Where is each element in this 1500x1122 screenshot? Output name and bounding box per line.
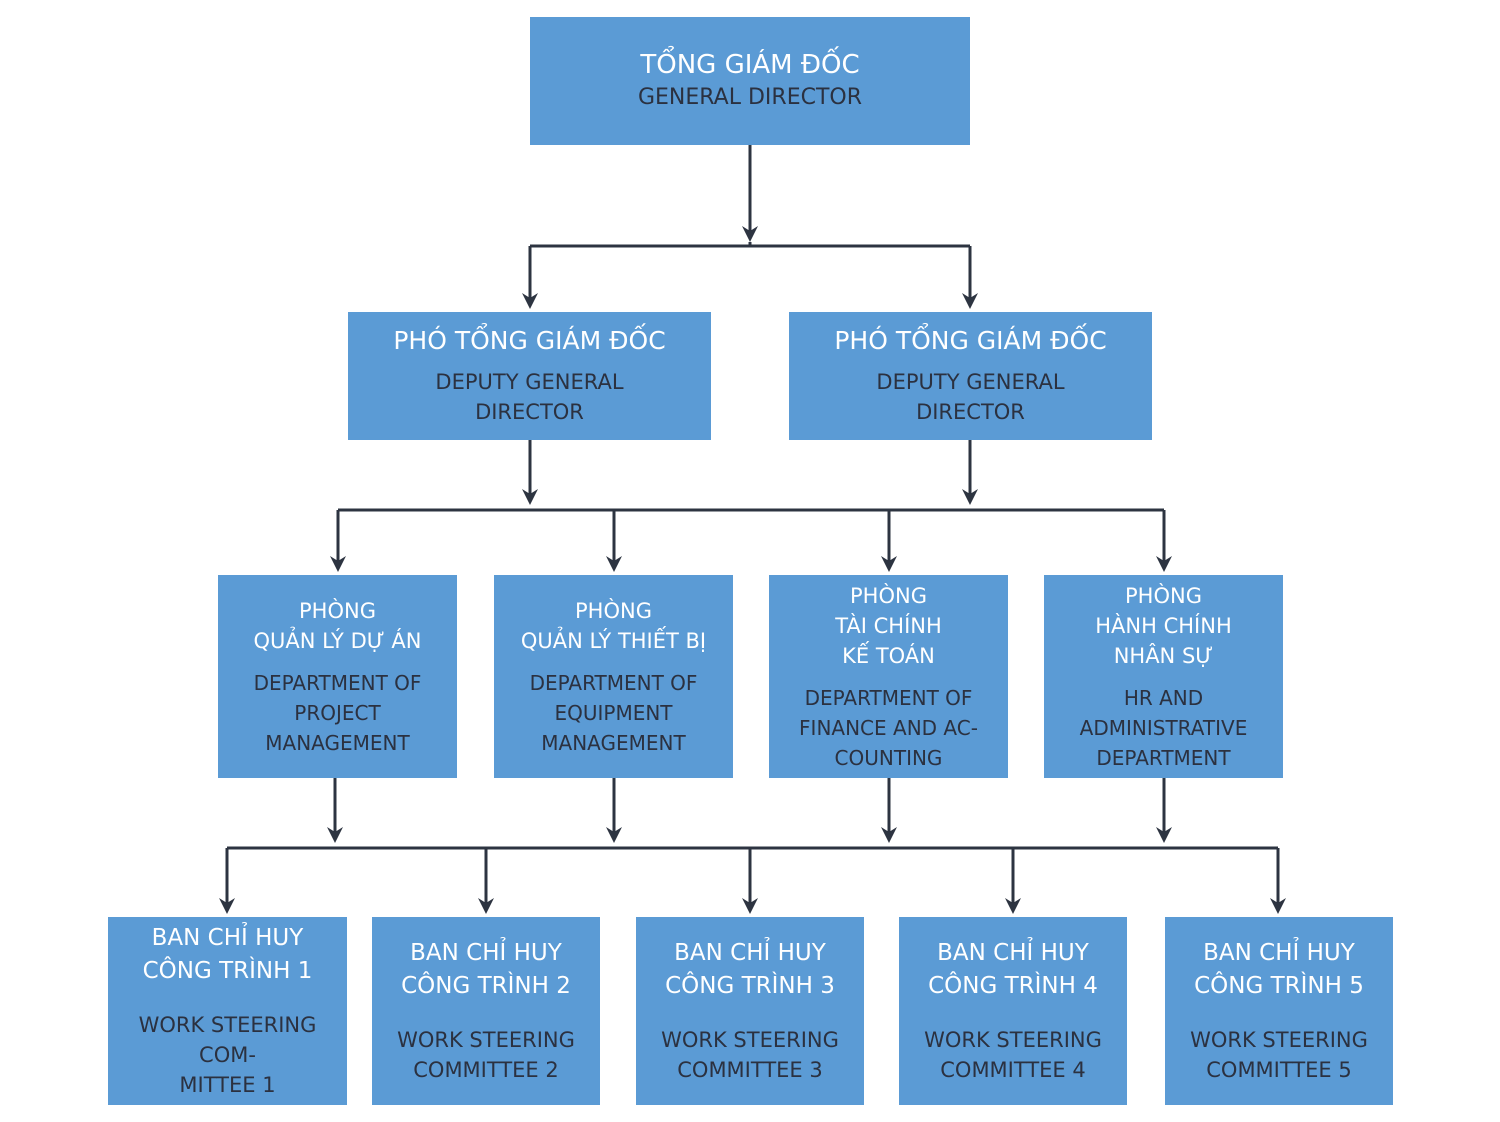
committee-vn: BAN CHỈ HUY CÔNG TRÌNH 3 [665,940,835,999]
arrow-head [330,556,346,572]
department-en: DEPARTMENT OF EQUIPMENT MANAGEMENT [529,670,698,755]
department-box-equipment: PHÒNG QUẢN LÝ THIẾT BỊ DEPARTMENT OF EQU… [494,575,733,778]
committee-vn: BAN CHỈ HUY CÔNG TRÌNH 1 [142,925,313,984]
arrow-head [742,226,758,242]
arrow-head [742,898,758,914]
arrow-head [962,293,978,309]
department-en: HR AND ADMINISTRATIVE DEPARTMENT [1079,685,1248,770]
department-box-hr: PHÒNG HÀNH CHÍNH NHÂN SỰ HR AND ADMINIST… [1044,575,1283,778]
general-director-en: GENERAL DIRECTOR [637,85,863,110]
department-box-project: PHÒNG QUẢN LÝ DỰ ÁN DEPARTMENT OF PROJEC… [218,575,457,778]
committee-en: WORK STEERING COMMITTEE 4 [924,1028,1102,1082]
committee-en: WORK STEERING COMMITTEE 3 [661,1028,839,1082]
arrow-head [881,556,897,572]
arrow-head [478,898,494,914]
committee-vn: BAN CHỈ HUY CÔNG TRÌNH 4 [928,940,1098,999]
arrow-head [219,898,235,914]
department-box-finance: PHÒNG TÀI CHÍNH KẾ TOÁN DEPARTMENT OF FI… [769,575,1008,778]
general-director-box: TỔNG GIÁM ĐỐC GENERAL DIRECTOR [530,17,970,145]
committee-en: WORK STEERING COMMITTEE 2 [397,1028,575,1082]
arrow-head [1270,898,1286,914]
arrow-head [1156,827,1172,843]
committee-box-1: BAN CHỈ HUY CÔNG TRÌNH 1 WORK STEERING C… [108,917,347,1105]
department-vn: PHÒNG QUẢN LÝ THIẾT BỊ [520,598,707,653]
deputy-director-en: DEPUTY GENERAL DIRECTOR [435,370,624,424]
department-en: DEPARTMENT OF FINANCE AND AC- COUNTING [799,685,978,770]
arrow-head [606,556,622,572]
arrow-head [606,827,622,843]
arrow-head [522,489,538,505]
deputy-director-vn: PHÓ TỔNG GIÁM ĐỐC [834,326,1107,355]
committee-en: WORK STEERING COM- MITTEE 1 [138,1013,317,1097]
arrow-head [1005,898,1021,914]
deputy-director-en: DEPUTY GENERAL DIRECTOR [876,370,1065,424]
arrow-head [327,827,343,843]
committee-box-3: BAN CHỈ HUY CÔNG TRÌNH 3 WORK STEERING C… [636,917,864,1105]
deputy-director-box-1: PHÓ TỔNG GIÁM ĐỐC DEPUTY GENERAL DIRECTO… [348,312,711,440]
committee-box-2: BAN CHỈ HUY CÔNG TRÌNH 2 WORK STEERING C… [372,917,600,1105]
general-director-vn: TỔNG GIÁM ĐỐC [640,50,860,80]
committee-box-4: BAN CHỈ HUY CÔNG TRÌNH 4 WORK STEERING C… [899,917,1127,1105]
department-en: DEPARTMENT OF PROJECT MANAGEMENT [253,670,422,755]
department-vn: PHÒNG HÀNH CHÍNH NHÂN SỰ [1095,583,1232,668]
deputy-director-box-2: PHÓ TỔNG GIÁM ĐỐC DEPUTY GENERAL DIRECTO… [789,312,1152,440]
committee-box-5: BAN CHỈ HUY CÔNG TRÌNH 5 WORK STEERING C… [1165,917,1393,1105]
arrow-head [522,293,538,309]
arrow-head [962,489,978,505]
department-vn: PHÒNG QUẢN LÝ DỰ ÁN [253,598,422,653]
department-vn: PHÒNG TÀI CHÍNH KẾ TOÁN [835,583,942,668]
committee-vn: BAN CHỈ HUY CÔNG TRÌNH 2 [401,940,571,999]
arrow-head [881,827,897,843]
deputy-director-vn: PHÓ TỔNG GIÁM ĐỐC [393,326,666,355]
arrow-head [1156,556,1172,572]
committee-en: WORK STEERING COMMITTEE 5 [1190,1028,1368,1082]
committee-vn: BAN CHỈ HUY CÔNG TRÌNH 5 [1194,940,1364,999]
